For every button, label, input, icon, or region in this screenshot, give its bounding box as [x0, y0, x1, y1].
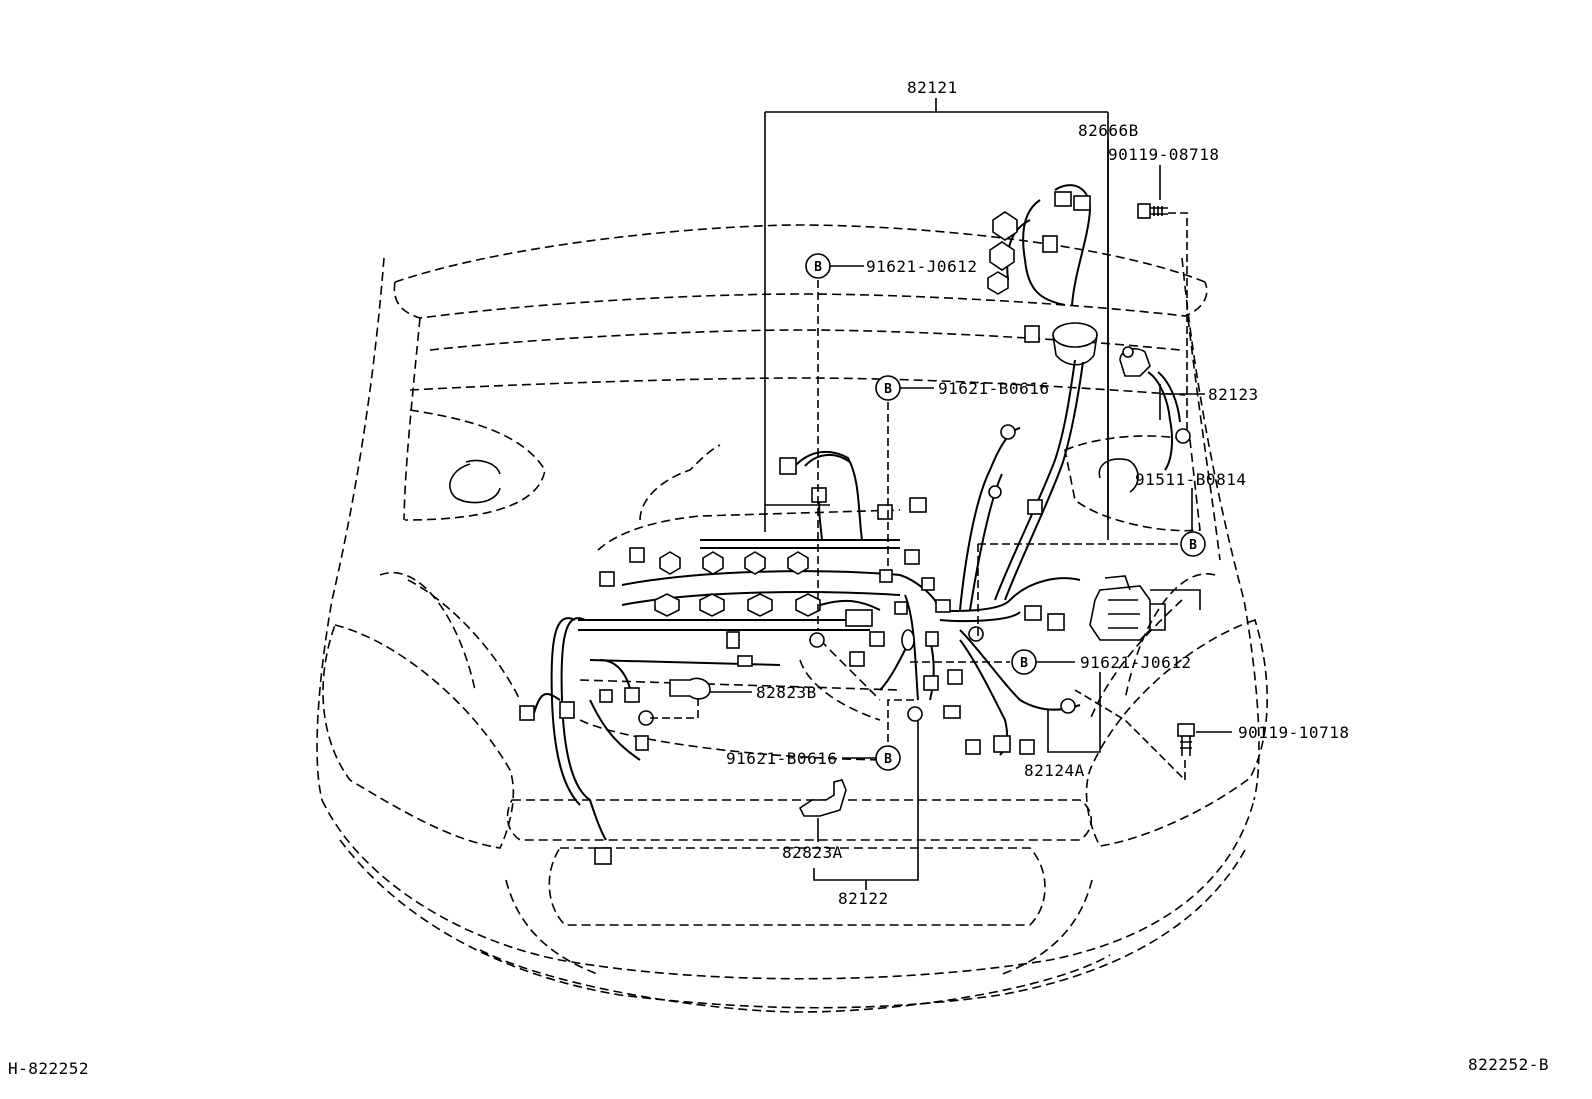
label-90119-08718: 90119-08718	[1108, 145, 1219, 164]
leader-lines	[650, 98, 1232, 890]
drawing-code-right: 822252-B	[1468, 1055, 1549, 1074]
marker-b-low: B	[875, 745, 901, 771]
bolt-90119-10718	[1177, 723, 1195, 756]
marker-b-b0616-top: B	[875, 375, 901, 401]
label-82823a: 82823A	[782, 843, 843, 862]
bolt-90119-08718	[1137, 203, 1168, 219]
label-91621-b0616-low: 91621-B0616	[726, 749, 837, 768]
label-91621-j0612-top: 91621-J0612	[866, 257, 977, 276]
marker-b-low-text: B	[884, 752, 892, 767]
marker-b-b0616-top-text: B	[884, 382, 892, 397]
engine-and-harness	[519, 184, 1201, 865]
label-82823b: 82823B	[756, 683, 817, 702]
part-labels: 82121 82666B 90119-08718 91621-J0612 916…	[726, 78, 1349, 908]
label-91511-b0814: 91511-B0814	[1135, 470, 1246, 489]
label-91621-j0612-mid: 91621-J0612	[1080, 653, 1191, 672]
vehicle-body-outline	[316, 224, 1268, 1013]
label-82121: 82121	[907, 78, 958, 97]
label-82122: 82122	[838, 889, 889, 908]
label-82666b: 82666B	[1078, 121, 1139, 140]
label-82124a: 82124A	[1024, 761, 1085, 780]
marker-b-mid-text: B	[1020, 656, 1028, 671]
marker-b-right-text: B	[1189, 538, 1197, 553]
marker-b-top-text: B	[814, 260, 822, 275]
marker-b-top: B	[805, 253, 831, 279]
label-90119-10718: 90119-10718	[1238, 723, 1349, 742]
drawing-code-left: H-822252	[8, 1059, 89, 1078]
marker-b-mid: B	[1011, 649, 1037, 675]
label-91621-b0616-top: 91621-B0616	[938, 379, 1049, 398]
marker-b-right: B	[1180, 531, 1206, 557]
label-82123: 82123	[1208, 385, 1259, 404]
harness-connectors	[519, 191, 1191, 865]
